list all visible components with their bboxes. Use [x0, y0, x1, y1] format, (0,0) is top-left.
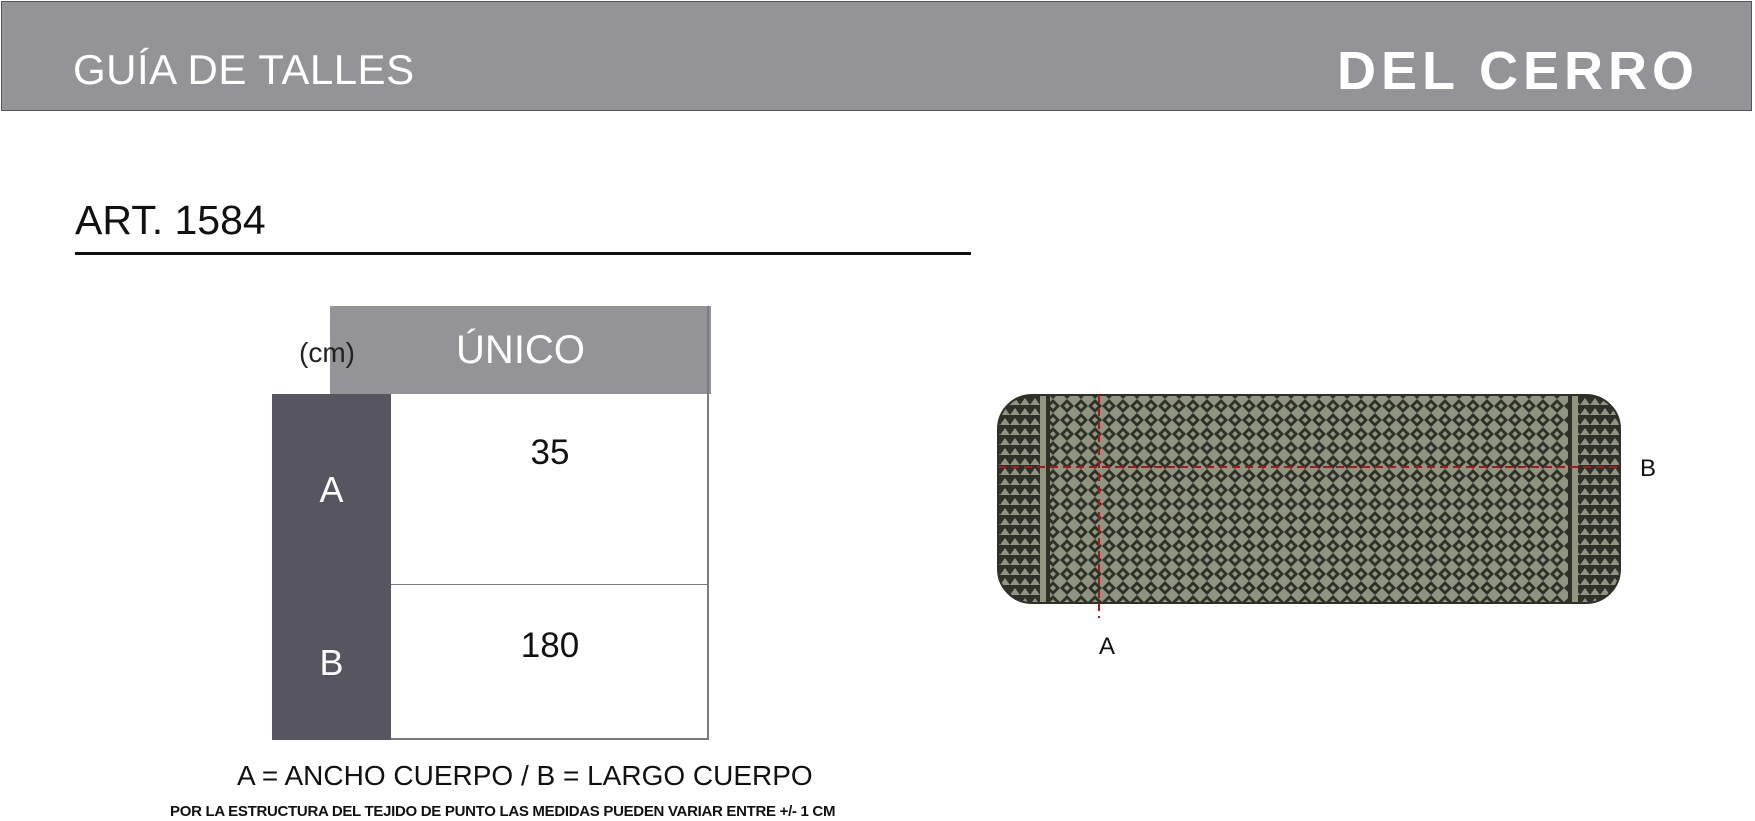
scarf-diagram: A B	[990, 385, 1690, 670]
table-border	[707, 306, 709, 740]
value-a: 35	[530, 433, 570, 472]
measurement-legend: A = ANCHO CUERPO / B = LARGO CUERPO	[237, 760, 813, 791]
brand-logo: DEL CERRO	[1336, 41, 1699, 101]
scarf-illustration-icon	[997, 394, 1621, 618]
row-divider	[391, 584, 709, 585]
unit-label: (cm)	[299, 337, 355, 368]
diagram-label-b: B	[1640, 455, 1657, 482]
disclaimer-note: POR LA ESTRUCTURA DEL TEJIDO DE PUNTO LA…	[170, 803, 836, 820]
article-number: ART. 1584	[75, 197, 266, 243]
diagram-label-a: A	[1099, 633, 1116, 660]
row-label-a: A	[272, 394, 391, 585]
header-bar: GUÍA DE TALLES DEL CERRO	[1, 1, 1752, 111]
row-label-b: B	[272, 585, 391, 740]
article-underline	[75, 252, 971, 255]
table-border-bottom	[391, 738, 709, 740]
value-b: 180	[520, 626, 580, 665]
size-header: ÚNICO	[330, 306, 711, 394]
page-title: GUÍA DE TALLES	[73, 46, 415, 93]
